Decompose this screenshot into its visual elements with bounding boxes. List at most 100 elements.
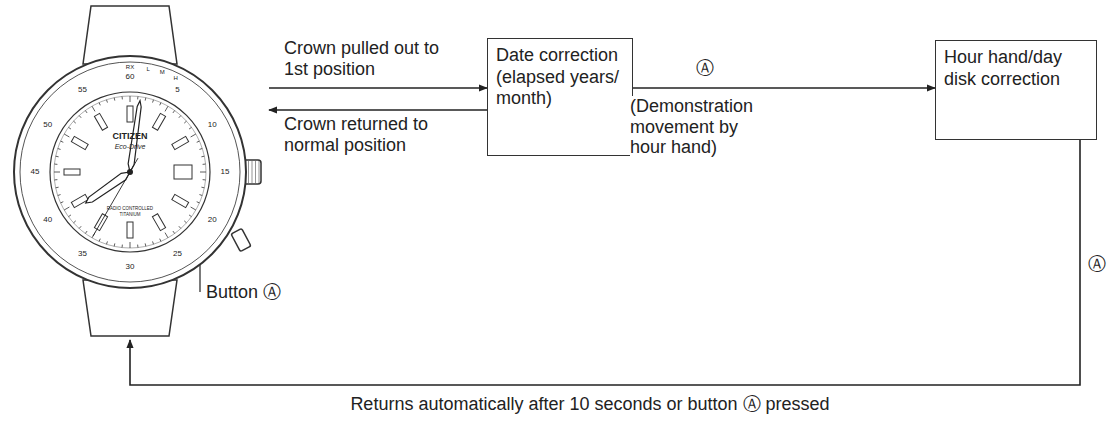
minute-tick — [64, 134, 69, 137]
hour-marker — [94, 113, 107, 130]
hour-hand — [83, 169, 132, 207]
minute-tick — [61, 141, 64, 142]
box-text: Date correction (elapsed years/ month) — [496, 45, 624, 110]
minute-tick — [203, 164, 206, 165]
edge-label: Crown pulled out to 1st position — [284, 38, 464, 79]
minute-tick — [130, 242, 131, 248]
minute-tick — [74, 121, 76, 123]
crown-knurl — [248, 161, 249, 183]
minute-tick — [184, 121, 186, 123]
minute-tick — [137, 245, 138, 248]
minute-tick — [184, 221, 186, 223]
minute-tick — [56, 187, 59, 189]
hour-marker — [152, 113, 165, 130]
bezel-number: 25 — [170, 250, 186, 258]
flow-arrow — [269, 87, 487, 89]
crown-knurl — [252, 161, 253, 183]
minute-tick — [203, 179, 206, 180]
note-text: (Demonstration movement by hour hand) — [630, 96, 770, 158]
minute-tick — [130, 96, 131, 102]
bezel-number: 40 — [40, 216, 56, 224]
button-label: Button Ⓐ — [206, 282, 306, 303]
edge-label: Returns automatically after 10 seconds o… — [230, 394, 950, 415]
minute-tick — [165, 106, 168, 111]
minute-ring — [54, 96, 206, 248]
minute-tick — [114, 243, 116, 246]
minute-tick — [179, 226, 181, 228]
process-box: Date correction (elapsed years/ month) — [487, 38, 633, 156]
minute-tick — [152, 100, 154, 103]
edge-label: Ⓐ — [696, 58, 720, 79]
watch-brand-text: TITANIUM — [100, 213, 160, 218]
bezel-number: H — [168, 75, 184, 81]
bezel-number: 20 — [204, 216, 220, 224]
watch-brand-text: RADIO CONTROLLED — [90, 207, 170, 212]
bezel-number: M — [154, 69, 170, 75]
minute-tick — [122, 245, 123, 248]
bezel-number: L — [140, 66, 156, 72]
minute-tick — [160, 103, 161, 106]
bezel-number: 45 — [27, 168, 43, 176]
minute-tick — [191, 207, 196, 210]
minute-tick — [173, 231, 175, 233]
minute-tick — [92, 106, 95, 111]
date-window — [174, 165, 192, 179]
minute-tick — [54, 179, 57, 180]
watch-brand-text: Eco-Drive — [100, 143, 160, 150]
bezel-number: 30 — [122, 263, 138, 271]
minute-tick — [122, 96, 123, 99]
minute-tick — [173, 111, 175, 113]
minute-tick — [106, 241, 108, 244]
minute-tick — [106, 100, 108, 103]
minute-tick — [189, 127, 191, 129]
minute-tick — [54, 164, 57, 165]
minute-tick — [189, 215, 191, 217]
watch-dial — [50, 92, 210, 252]
minute-tick — [201, 187, 204, 189]
watch-button — [231, 228, 251, 251]
watch-brand-text: CITIZEN — [100, 132, 160, 141]
hour-marker — [71, 136, 88, 149]
second-hand — [93, 158, 138, 236]
minute-tick — [197, 141, 200, 142]
flow-arrow — [633, 87, 935, 89]
bezel-number: RX — [122, 64, 138, 70]
hour-marker — [71, 194, 88, 207]
hour-marker — [152, 214, 165, 231]
minute-tick — [79, 116, 81, 118]
minute-tick — [99, 103, 100, 106]
minute-tick — [200, 172, 206, 173]
hour-marker — [172, 194, 189, 207]
minute-tick — [191, 134, 196, 137]
crown-knurl — [255, 161, 256, 183]
minute-tick — [54, 172, 60, 173]
minute-tick — [64, 207, 69, 210]
flow-arrow — [130, 140, 1080, 385]
minute-tick — [201, 156, 204, 158]
hand-pivot — [127, 169, 133, 175]
minute-tick — [165, 233, 168, 238]
minute-tick — [137, 96, 138, 99]
bezel-number: 50 — [40, 121, 56, 129]
minute-tick — [199, 194, 202, 196]
minute-tick — [114, 98, 116, 101]
bezel-number: 10 — [204, 121, 220, 129]
minute-tick — [79, 226, 81, 228]
minute-tick — [152, 241, 154, 244]
minute-tick — [69, 127, 71, 129]
crown-knurl — [259, 161, 260, 183]
hour-marker — [127, 106, 133, 122]
minute-tick — [61, 202, 64, 203]
minute-tick — [85, 231, 87, 233]
minute-tick — [69, 215, 71, 217]
bezel-number: 60 — [122, 73, 138, 81]
minute-tick — [160, 239, 161, 242]
minute-tick — [58, 148, 61, 150]
edge-label: Crown returned to normal position — [284, 114, 474, 155]
minute-tick — [85, 111, 87, 113]
minute-tick — [56, 156, 59, 158]
minute-tick — [199, 148, 202, 150]
hour-marker — [127, 222, 133, 238]
watch-case — [14, 56, 246, 288]
box-text: Hour hand/day disk correction — [944, 47, 1088, 90]
